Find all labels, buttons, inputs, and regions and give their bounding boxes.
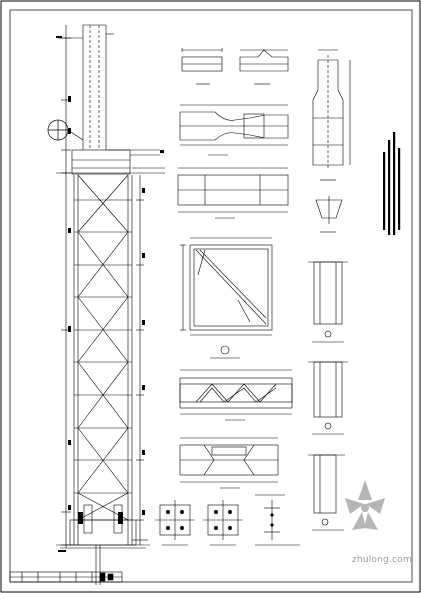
detail-2-2 (239, 49, 289, 85)
detail-truss-2 (179, 437, 279, 489)
detail-base-plates (155, 500, 243, 546)
detail-3-3 (179, 104, 289, 156)
detail-anchor (255, 494, 300, 546)
detail-4-4 (177, 167, 289, 219)
general-notes (383, 132, 401, 235)
detail-elev-a (308, 261, 348, 343)
detail-brace-panel (180, 237, 273, 359)
detail-elev-c (308, 454, 345, 531)
tower-tags (56, 36, 164, 552)
detail-truss-1 (179, 369, 293, 421)
watermark-text: zhulong.com (352, 555, 412, 565)
detail-column-head (312, 49, 351, 181)
inner-border (9, 9, 413, 583)
title-block (9, 571, 123, 583)
detail-callout (47, 119, 84, 141)
detail-small-joint (315, 196, 343, 233)
tower-elevation (56, 24, 165, 585)
watermark-logo (345, 480, 385, 530)
bolt-holes (166, 510, 274, 530)
detail-1-1 (181, 48, 223, 85)
detail-elev-b (308, 361, 348, 435)
